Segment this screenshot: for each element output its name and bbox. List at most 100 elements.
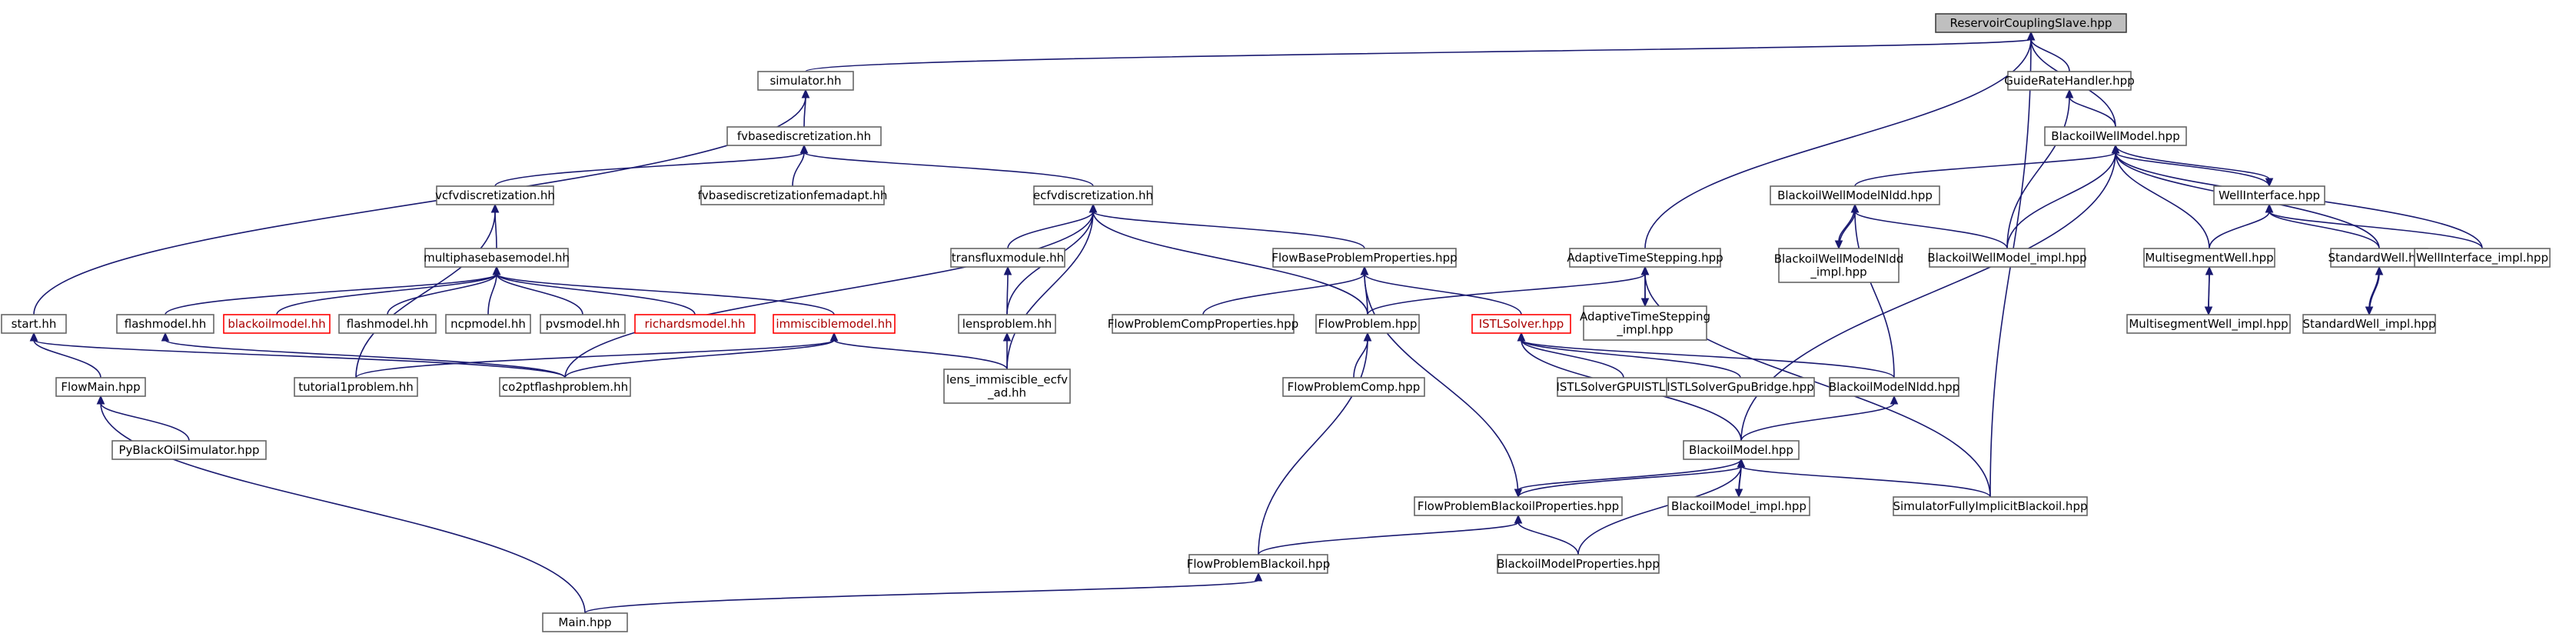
- node-flashmodel-hh[interactable]: flashmodel.hh: [116, 314, 214, 334]
- node-label: BlackoilWellModel.hpp: [2051, 129, 2179, 143]
- node-blackoilmodelnldd-hpp[interactable]: BlackoilModelNldd.hpp: [1829, 377, 1959, 397]
- node-box: [1471, 314, 1571, 334]
- arrowhead-fpbp-to-fbpp: [1360, 265, 1369, 275]
- node-adaptivetimestepping-impl-hpp[interactable]: AdaptiveTimeStepping_impl.hpp: [1580, 305, 1710, 341]
- edge-co2pt-to-start: [33, 339, 566, 379]
- node-guideratehandler-hpp[interactable]: GuideRateHandler.hpp: [2004, 71, 2135, 91]
- edge-fp-to-ats: [1367, 273, 1646, 315]
- node-wellinterface-hpp[interactable]: WellInterface.hpp: [2213, 185, 2325, 205]
- edge-ecf-to-fvb: [803, 152, 1094, 187]
- node-flowproblemcomp-hpp[interactable]: FlowProblemComp.hpp: [1282, 377, 1425, 397]
- node-multisegmentwell-hpp[interactable]: MultisegmentWell.hpp: [2143, 248, 2275, 268]
- arrowhead-ecf-to-fvb: [799, 144, 809, 154]
- node-box: [1414, 496, 1623, 516]
- node-wellinterface-impl-hpp[interactable]: WellInterface_impl.hpp: [2414, 248, 2551, 268]
- node-flowmain-hpp[interactable]: FlowMain.hpp: [55, 377, 146, 397]
- node-ncpmodel-hh[interactable]: ncpmodel.hh: [445, 314, 531, 334]
- node-flowbaseproblemproperties-hpp[interactable]: FlowBaseProblemProperties.hpp: [1271, 248, 1458, 268]
- edge-msw-to-bwm: [2115, 152, 2210, 249]
- edge-flowmain-to-start: [33, 339, 101, 379]
- edge-fpb-to-fpbp: [1258, 522, 1519, 555]
- node-adaptivetimestepping-hpp[interactable]: AdaptiveTimeStepping.hpp: [1567, 248, 1723, 268]
- node-label: FlowProblemComp.hpp: [1288, 380, 1421, 394]
- node-istlsolver-hpp[interactable]: ISTLSolver.hpp: [1471, 314, 1571, 334]
- node-flowproblemblackoil-hpp[interactable]: FlowProblemBlackoil.hpp: [1187, 554, 1330, 574]
- node-pyblackoilsimulator-hpp[interactable]: PyBlackOilSimulator.hpp: [111, 440, 267, 460]
- node-blackoilwellmodelnldd-impl-hpp[interactable]: BlackoilWellModelNldd_impl.hpp: [1774, 248, 1904, 283]
- edge-richards-to-mbm: [496, 273, 696, 315]
- node-label: transfluxmodule.hh: [952, 251, 1064, 265]
- edge-co2pt-to-flashmodel1: [165, 339, 566, 379]
- node-label: FlowProblemCompProperties.hpp: [1108, 317, 1298, 331]
- node-ecfvdiscretization-hh[interactable]: ecfvdiscretization.hh: [1033, 185, 1153, 205]
- node-main-hpp[interactable]: Main.hpp: [542, 612, 628, 632]
- node-blackoilmodel-hpp[interactable]: BlackoilModel.hpp: [1683, 440, 1800, 460]
- node-immisciblemodel-hh[interactable]: immisciblemodel.hh: [773, 314, 896, 334]
- node-label: SimulatorFullyImplicitBlackoil.hpp: [1893, 499, 2088, 513]
- node-blackoilmodel-impl-hpp[interactable]: BlackoilModel_impl.hpp: [1667, 496, 1810, 516]
- node-box: [1282, 377, 1425, 397]
- node-blackoilmodel-hh[interactable]: blackoilmodel.hh: [223, 314, 331, 334]
- edge-immisc-to-mbm: [496, 273, 835, 315]
- node-simulatorfullyimplicitblackoil-hpp[interactable]: SimulatorFullyImplicitBlackoil.hpp: [1893, 496, 2088, 516]
- node-label: WellInterface.hpp: [2219, 188, 2320, 202]
- node-flowproblemcompproperties-hpp[interactable]: FlowProblemCompProperties.hpp: [1108, 314, 1298, 334]
- arrowhead-bwmnldd-to-bwmnldd_impl: [1834, 240, 1843, 250]
- node-vcfvdiscretization-hh[interactable]: vcfvdiscretization.hh: [435, 185, 555, 205]
- node-label: pvsmodel.hh: [546, 317, 620, 331]
- node-label: richardsmodel.hh: [644, 317, 745, 331]
- edge-fpbp-to-bm: [1517, 465, 1742, 498]
- node-box: [540, 314, 626, 334]
- node-simulator-hh[interactable]: simulator.hh: [757, 71, 854, 91]
- node-box: [773, 314, 896, 334]
- node-fvbasediscretizationfemadapt-hh[interactable]: fvbasediscretizationfemadapt.hh: [698, 185, 888, 205]
- node-label: BlackoilModel.hpp: [1689, 443, 1793, 457]
- node-label: flashmodel.hh: [347, 317, 428, 331]
- node-box: [55, 377, 146, 397]
- node-blackoilwellmodel-impl-hpp[interactable]: BlackoilWellModel_impl.hpp: [1927, 248, 2087, 268]
- node-lensproblem-hh[interactable]: lensproblem.hh: [958, 314, 1056, 334]
- node-label: FlowProblemBlackoil.hpp: [1187, 557, 1330, 571]
- node-co2ptflashproblem-hh[interactable]: co2ptflashproblem.hh: [499, 377, 631, 397]
- node-blackoilwellmodel-hpp[interactable]: BlackoilWellModel.hpp: [2044, 126, 2187, 146]
- node-label: AdaptiveTimeStepping: [1580, 310, 1710, 324]
- node-box: [2143, 248, 2275, 268]
- node-label: WellInterface_impl.hpp: [2416, 251, 2548, 265]
- node-box: [1569, 248, 1721, 268]
- node-standardwell-hpp[interactable]: StandardWell.hpp: [2328, 248, 2431, 268]
- arrowhead-main-to-fpb: [1254, 572, 1263, 582]
- node-box: [950, 248, 1065, 268]
- node-multisegmentwell-impl-hpp[interactable]: MultisegmentWell_impl.hpp: [2126, 314, 2291, 334]
- node-label: vcfvdiscretization.hh: [435, 188, 555, 202]
- node-richardsmodel-hh[interactable]: richardsmodel.hh: [634, 314, 756, 334]
- edge-bm-to-bm_impl: [1738, 459, 1742, 491]
- edge-bmp-to-fpbp: [1517, 522, 1579, 555]
- edge-bwm-to-grh: [2069, 96, 2116, 128]
- arrowhead-fvb-to-sim: [801, 88, 810, 98]
- arrowhead-lens_ecfv-to-lens: [1002, 332, 1012, 342]
- node-flashmodel-hh[interactable]: flashmodel.hh: [338, 314, 437, 334]
- node-label: StandardWell_impl.hpp: [2302, 317, 2435, 332]
- node-fvbasediscretization-hh[interactable]: fvbasediscretization.hh: [726, 126, 882, 146]
- node-label: BlackoilWellModelNldd: [1774, 252, 1904, 266]
- node-label: ncpmodel.hh: [450, 317, 526, 331]
- node-lens-immiscible-ecfv-ad-hh[interactable]: lens_immiscible_ecfv_ad.hh: [943, 369, 1071, 404]
- node-flowproblem-hpp[interactable]: FlowProblem.hpp: [1315, 314, 1420, 334]
- node-blackoilmodelproperties-hpp[interactable]: BlackoilModelProperties.hpp: [1497, 554, 1660, 574]
- node-blackoilwellmodelnldd-hpp[interactable]: BlackoilWellModelNldd.hpp: [1770, 185, 1940, 205]
- node-label: FlowProblemBlackoilProperties.hpp: [1418, 499, 1619, 513]
- edge-wi-to-bwm: [2115, 152, 2270, 187]
- node-reservoircouplingslave-hpp[interactable]: ReservoirCouplingSlave.hpp: [1935, 13, 2127, 33]
- edge-fpb-to-fp: [1258, 339, 1368, 555]
- node-pvsmodel-hh[interactable]: pvsmodel.hh: [540, 314, 626, 334]
- node-flowproblemblackoilproperties-hpp[interactable]: FlowProblemBlackoilProperties.hpp: [1414, 496, 1623, 516]
- node-multiphasebasemodel-hh[interactable]: multiphasebasemodel.hh: [424, 248, 570, 268]
- node-start-hh[interactable]: start.hh: [1, 314, 67, 334]
- node-tutorial1problem-hh[interactable]: tutorial1problem.hh: [294, 377, 418, 397]
- node-transfluxmodule-hh[interactable]: transfluxmodule.hh: [950, 248, 1065, 268]
- node-istlsolvergpubridge-hpp[interactable]: ISTLSolverGpuBridge.hpp: [1666, 377, 1815, 397]
- node-standardwell-impl-hpp[interactable]: StandardWell_impl.hpp: [2302, 314, 2436, 334]
- node-label: multiphasebasemodel.hh: [424, 251, 570, 265]
- arrowhead-lens_ecfv-to-immisc: [829, 332, 839, 342]
- node-box: [1829, 377, 1959, 397]
